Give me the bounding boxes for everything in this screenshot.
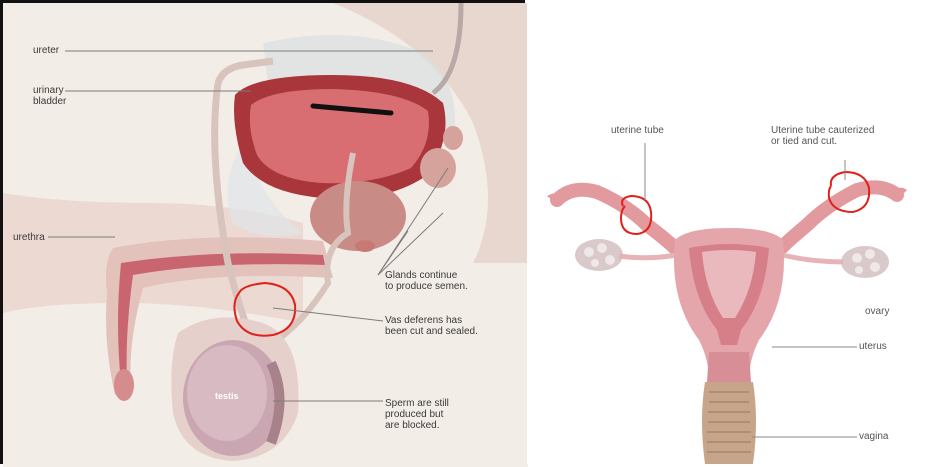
glands-label: Glands continue to produce semen.	[385, 270, 468, 292]
vas-deferens-label: Vas deferens has been cut and sealed.	[385, 315, 478, 337]
vagina-label: vagina	[859, 431, 888, 442]
ovary-label: ovary	[865, 306, 889, 317]
female-anatomy-illustration	[527, 0, 930, 464]
tubal-ligation-diagram: uterine tube Uterine tube cauterized or …	[527, 0, 930, 464]
vasectomy-diagram: ureter urinary bladder urethra Glands co…	[0, 0, 525, 464]
uterus-label: uterus	[859, 341, 887, 352]
ureter-label: ureter	[33, 45, 59, 56]
uterine-tube-label: uterine tube	[611, 125, 664, 136]
testis-label: testis	[215, 391, 239, 401]
uterine-tube-cauterized-label: Uterine tube cauterized or tied and cut.	[771, 125, 874, 147]
sperm-label: Sperm are still produced but are blocked…	[385, 398, 449, 431]
male-anatomy-illustration	[3, 3, 528, 467]
urinary-bladder-label: urinary bladder	[33, 85, 66, 107]
urethra-label: urethra	[13, 232, 45, 243]
